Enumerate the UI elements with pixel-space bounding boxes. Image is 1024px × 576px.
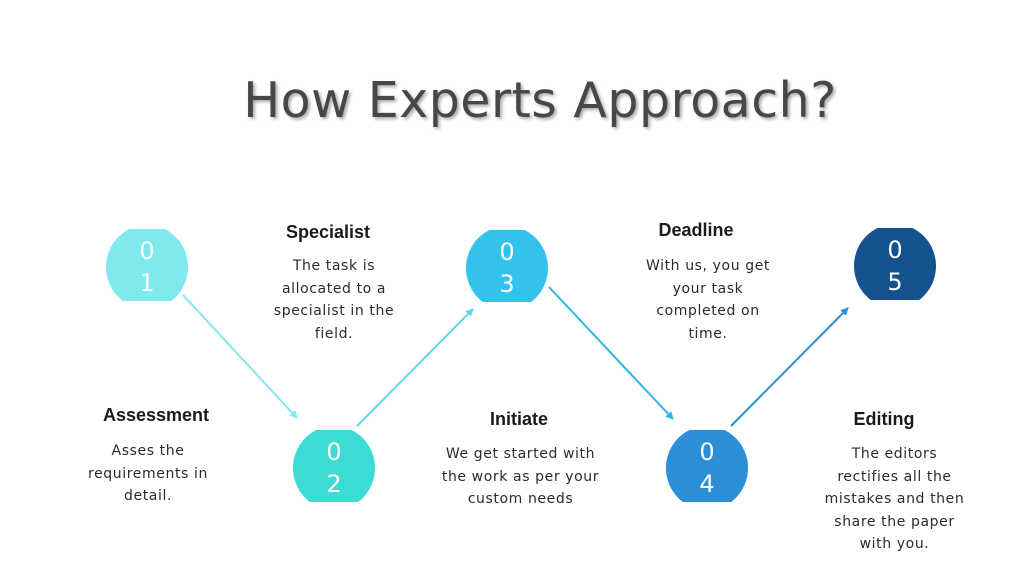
step-03-digit-ones: 3 — [499, 270, 515, 298]
step-03-description: We get started with the work as per your… — [441, 446, 600, 507]
step-05-digit-tens: 0 — [887, 236, 903, 264]
page-title: How Experts Approach? — [243, 72, 837, 129]
step-01-title: Assessment — [102, 405, 210, 425]
step-05-title: Editing — [853, 409, 915, 429]
step-02-digit-ones: 2 — [326, 470, 342, 498]
step-02-digit-tens: 0 — [326, 438, 342, 466]
arrow-04-to-05 — [730, 307, 849, 427]
step-04-circle: 0 4 — [666, 430, 748, 502]
step-02-description: The task is allocated to a specialist in… — [273, 258, 395, 342]
step-03-title: Initiate — [489, 409, 548, 429]
step-05-circle: 0 5 — [854, 228, 936, 300]
step-03-digit-tens: 0 — [499, 238, 515, 266]
step-02-circle: 0 2 — [293, 430, 375, 502]
step-03-circle: 0 3 — [466, 230, 548, 302]
arrow-02-to-03 — [356, 308, 474, 427]
step-01-digit-tens: 0 — [139, 237, 155, 265]
step-02-title: Specialist — [285, 222, 371, 242]
arrow-01-to-02 — [182, 294, 298, 419]
step-01-description: Asses the requirements in detail. — [88, 443, 208, 504]
step-04-title: Deadline — [658, 220, 734, 240]
step-05-description: The editors rectifies all the mistakes a… — [824, 446, 965, 552]
step-04-description: With us, you get your task completed on … — [645, 258, 771, 342]
step-01-digit-ones: 1 — [139, 269, 155, 297]
step-05-digit-ones: 5 — [887, 268, 903, 296]
arrow-03-to-04 — [548, 286, 674, 420]
step-01-circle: 0 1 — [106, 229, 188, 301]
step-04-digit-tens: 0 — [699, 438, 715, 466]
step-04-digit-ones: 4 — [699, 470, 715, 498]
